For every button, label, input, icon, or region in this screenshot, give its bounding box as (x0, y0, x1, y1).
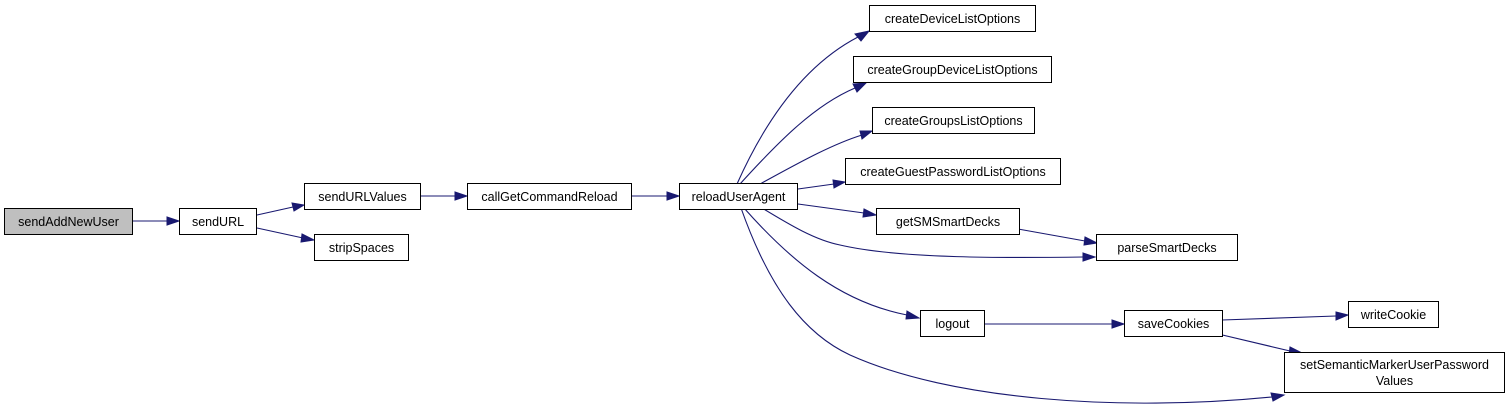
edge-sendAddNewUser-sendURL (133, 216, 181, 226)
node-label-line1: setSemanticMarkerUserPassword (1300, 358, 1489, 372)
edge-reloadUserAgent-getSMSmartDecks (797, 203, 878, 218)
edge-reloadUserAgent-parseSmartDecks (761, 207, 1097, 262)
node-sendURLValues[interactable]: sendURLValues (304, 183, 421, 210)
node-label: createDeviceListOptions (885, 12, 1020, 26)
node-label: getSMSmartDecks (896, 215, 1000, 229)
node-writeCookie[interactable]: writeCookie (1348, 301, 1439, 328)
edge-callGetCommandReload-reloadUserAgent (632, 191, 681, 201)
node-createGroupDeviceListOptions[interactable]: createGroupDeviceListOptions (853, 56, 1052, 83)
edge-logout-saveCookies (984, 319, 1126, 329)
node-saveCookies[interactable]: saveCookies (1124, 310, 1223, 337)
node-label-line2: Values (1376, 374, 1413, 388)
node-reloadUserAgent[interactable]: reloadUserAgent (679, 183, 798, 210)
edge-reloadUserAgent-logout (743, 207, 921, 320)
node-createGroupsListOptions[interactable]: createGroupsListOptions (872, 107, 1035, 134)
node-createGuestPasswordListOptions[interactable]: createGuestPasswordListOptions (845, 158, 1061, 185)
node-label: reloadUserAgent (692, 190, 786, 204)
node-callGetCommandReload[interactable]: callGetCommandReload (467, 183, 632, 210)
node-label: parseSmartDecks (1117, 241, 1216, 255)
node-setSemanticMarkerUserPasswordValues[interactable]: setSemanticMarkerUserPassword Values (1284, 352, 1505, 393)
node-label: createGroupDeviceListOptions (867, 63, 1037, 77)
node-label: sendAddNewUser (18, 215, 119, 229)
edge-reloadUserAgent-setSemanticMarkerUserPasswordValues (740, 207, 1286, 404)
edge-saveCookies-setSemanticMarkerUserPasswordValues (1213, 332, 1304, 356)
node-stripSpaces[interactable]: stripSpaces (314, 234, 409, 261)
node-createDeviceListOptions[interactable]: createDeviceListOptions (869, 5, 1036, 32)
node-parseSmartDecks[interactable]: parseSmartDecks (1096, 234, 1238, 261)
node-label: createGuestPasswordListOptions (860, 165, 1046, 179)
edge-sendURLValues-callGetCommandReload (421, 191, 469, 201)
node-label: stripSpaces (329, 241, 394, 255)
node-label: sendURL (192, 215, 244, 229)
node-label: createGroupsListOptions (884, 114, 1022, 128)
edge-getSMSmartDecks-parseSmartDecks (1017, 228, 1099, 246)
edge-reloadUserAgent-createDeviceListOptions (736, 30, 871, 185)
node-label: logout (935, 317, 970, 331)
node-label: writeCookie (1360, 308, 1426, 322)
edge-reloadUserAgent-createGroupsListOptions (759, 130, 874, 185)
node-label: sendURLValues (318, 190, 406, 204)
edge-reloadUserAgent-createGroupDeviceListOptions (739, 82, 868, 185)
edge-saveCookies-writeCookie (1221, 311, 1350, 321)
node-sendAddNewUser[interactable]: sendAddNewUser (4, 208, 133, 235)
node-label: saveCookies (1138, 317, 1210, 331)
node-sendURL[interactable]: sendURL (179, 208, 257, 235)
edge-sendURL-sendURLValues (256, 202, 306, 216)
node-logout[interactable]: logout (920, 310, 985, 337)
node-getSMSmartDecks[interactable]: getSMSmartDecks (876, 208, 1020, 235)
edge-sendURL-stripSpaces (256, 227, 316, 243)
edge-reloadUserAgent-createGuestPasswordListOptions (797, 179, 847, 190)
node-label: callGetCommandReload (481, 190, 617, 204)
